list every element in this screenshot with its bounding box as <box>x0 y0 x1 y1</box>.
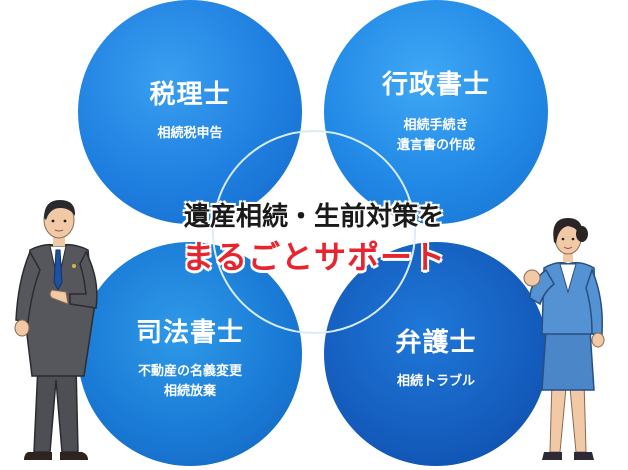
circle-title: 行政書士 <box>381 70 490 100</box>
circle-title: 税理士 <box>149 80 231 110</box>
circle-subtitle-line: 不動産の名義変更 <box>137 364 242 379</box>
circle-title: 司法書士 <box>135 318 244 348</box>
headline-line1: 遺産相続・生前対策を <box>183 202 444 232</box>
circle-subtitle: 相続手続き 遺言書の作成 <box>324 116 548 156</box>
circle-title: 弁護士 <box>395 328 477 358</box>
businessman-figure <box>14 200 98 460</box>
headline-line2: まるごとサポート <box>181 238 446 276</box>
circle-subtitle-line: 相続税申告 <box>157 126 223 141</box>
circle-subtitle-line: 相続放棄 <box>163 384 216 399</box>
circle-subtitle: 相続トラブル <box>324 372 548 392</box>
circle-tax-accountant: 税理士 相続税申告 <box>78 0 302 224</box>
circle-subtitle-line: 相続トラブル <box>396 374 475 389</box>
circle-subtitle: 相続税申告 <box>78 124 302 144</box>
circle-subtitle-line: 遺言書の作成 <box>396 138 475 153</box>
circle-judicial-scrivener: 司法書士 不動産の名義変更 相続放棄 <box>78 242 302 466</box>
center-ring <box>212 130 416 334</box>
circle-subtitle-line: 相続手続き <box>403 118 469 133</box>
businesswoman-figure <box>523 218 605 460</box>
circle-subtitle: 不動産の名義変更 相続放棄 <box>78 362 302 402</box>
